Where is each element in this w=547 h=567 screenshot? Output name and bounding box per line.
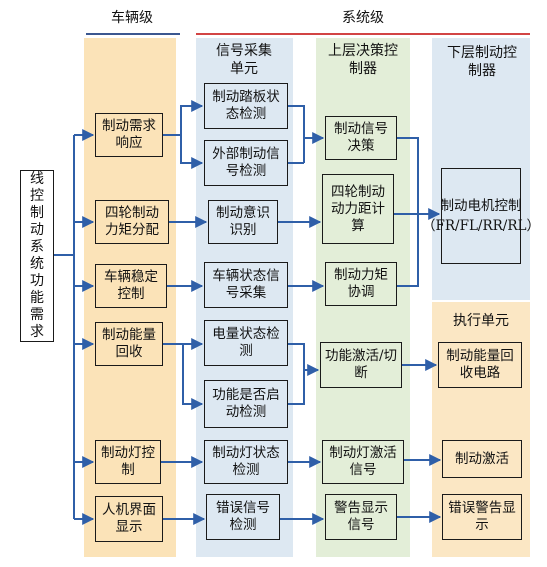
signal-box-external-signal: 外部制动信号检测	[204, 140, 288, 186]
signal-box-intent-recognition: 制动意识识别	[208, 200, 278, 244]
root-requirement-label: 线控制动系统功能需求	[30, 171, 44, 340]
arrow-energy-function	[182, 344, 204, 410]
upper-controller-header: 上层决策控制器	[328, 43, 398, 77]
exec-box-brake-activation: 制动激活	[442, 440, 522, 478]
lower-box-motor-control: 制动电机控制（FR/FL/RR/RL）	[422, 168, 540, 264]
exec-box-error-warning: 错误警告显示	[442, 494, 522, 540]
lower-controller-column	[432, 38, 530, 300]
signal-box-battery-state: 电量状态检测	[204, 320, 288, 366]
lower-controller-header: 下层制动控制器	[447, 45, 517, 79]
vehicle-box-brake-demand: 制动需求响应	[95, 113, 163, 157]
vehicle-level-header: 车辆级	[111, 10, 153, 26]
upper-box-brake-decision: 制动信号决策	[325, 116, 397, 160]
line-coord-lower	[397, 214, 419, 287]
upper-box-light-activation: 制动灯激活信号	[322, 440, 404, 484]
signal-box-pedal-state: 制动踏板状态检测	[204, 83, 288, 129]
arrow-demand-pedal	[163, 100, 204, 136]
signal-unit-header: 信号采集单元	[216, 43, 272, 77]
vehicle-box-hmi-display: 人机界面显示	[95, 496, 163, 542]
signal-box-vehicle-state: 车辆状态信号采集	[204, 262, 288, 308]
signal-box-function-enable: 功能是否启动检测	[204, 380, 288, 428]
exec-unit-header: 执行单元	[453, 313, 509, 329]
upper-box-force-calc: 四轮制动动力距计算	[322, 174, 394, 244]
exec-box-recovery-circuit: 制动能量回收电路	[438, 342, 522, 388]
bus-signal-decision	[288, 105, 305, 163]
vehicle-box-energy-recovery: 制动能量回收	[95, 322, 163, 366]
signal-unit-column	[196, 38, 293, 557]
line-decision-lower	[397, 137, 441, 220]
exec-unit-column	[432, 302, 530, 557]
upper-box-torque-coordination: 制动力矩协调	[325, 262, 397, 306]
line-battery-activate	[288, 343, 305, 405]
vehicle-box-brake-light: 制动灯控制	[95, 440, 161, 484]
vehicle-box-torque-distribution: 四轮制动力矩分配	[95, 200, 169, 244]
root-requirement-box: 线控制动系统功能需求	[20, 170, 54, 342]
signal-box-brake-light-state: 制动灯状态检测	[204, 440, 288, 484]
upper-box-activate-cut: 功能激活/切断	[320, 342, 402, 388]
upper-controller-column	[316, 38, 410, 557]
vehicle-box-stability-control: 车辆稳定控制	[95, 264, 167, 308]
system-level-header: 系统级	[342, 10, 384, 26]
signal-box-error-detect: 错误信号检测	[206, 494, 280, 540]
upper-box-warning-signal: 警告显示信号	[325, 494, 397, 540]
arrow-demand-external	[180, 135, 204, 169]
